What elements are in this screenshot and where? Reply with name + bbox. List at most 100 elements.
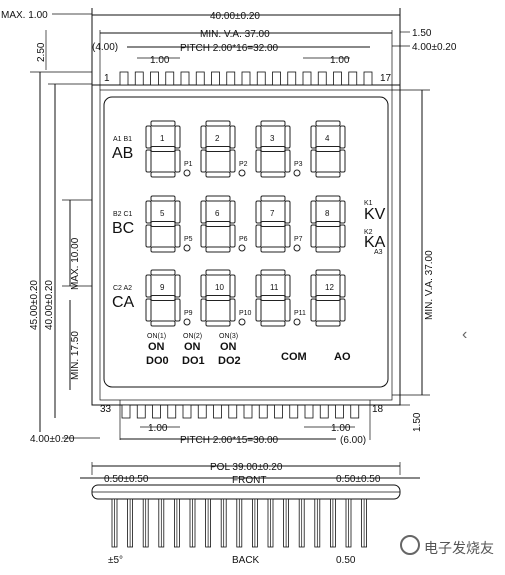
segment (255, 274, 262, 298)
pol-label: POL 39.00±0.20 (210, 462, 283, 473)
segment (339, 298, 346, 322)
chevron-left-icon[interactable]: ‹ (462, 326, 468, 343)
segment (315, 120, 341, 127)
segment (200, 149, 207, 173)
segment (205, 221, 231, 227)
pol-right-label: 0.50±0.50 (336, 474, 381, 485)
do0-label: DO0 (146, 355, 169, 367)
ka-small-label: K2 (364, 229, 373, 236)
on1-small-label: ON(1) (147, 333, 166, 340)
segment (150, 221, 176, 227)
mva-right-label: MIN. V.A. 37.00 (424, 250, 435, 320)
row2-big-label: BC (112, 220, 134, 237)
kv-small-label: K1 (364, 200, 373, 207)
segment (315, 171, 341, 178)
segment (145, 298, 152, 322)
gap-bottom-left-label: 1.00 (148, 423, 168, 434)
segment (205, 269, 231, 276)
point-label: P7 (294, 236, 303, 243)
segment (260, 221, 286, 227)
max-1000-label: MAX. 10.00 (70, 237, 81, 290)
segment (150, 246, 176, 253)
width-overall-label: 40.00±0.20 (210, 11, 260, 22)
segment (284, 149, 291, 173)
seven-segment-digit: 1 (145, 120, 181, 178)
seven-segment-digit: 9 (145, 269, 181, 327)
bottom-pin (243, 404, 253, 419)
segment (174, 125, 181, 149)
front-label: FRONT (232, 475, 266, 486)
left-250-label: 2.50 (36, 42, 47, 62)
watermark: 电子发烧友 (398, 532, 503, 562)
segment (255, 149, 262, 173)
seven-segment-digit: 11 (255, 269, 291, 327)
segment (260, 295, 286, 301)
segment (145, 224, 152, 248)
segment (310, 298, 317, 322)
segment (205, 171, 231, 178)
bottom-pin (121, 404, 131, 419)
segment (255, 224, 262, 248)
segment (205, 120, 231, 127)
mva-top-label: MIN. V.A. 37.00 (200, 29, 270, 40)
digit-number: 10 (215, 283, 224, 292)
digit-number: 12 (325, 283, 334, 292)
segment (310, 224, 317, 248)
bottom-pin (319, 404, 329, 419)
row3-small-label: C2 A2 (113, 285, 132, 292)
bottom-pin-row (121, 404, 360, 419)
digit-number: 4 (325, 134, 330, 143)
segment (229, 125, 236, 149)
on2-big-label: ON (184, 341, 201, 353)
point-label: P5 (184, 236, 193, 243)
segment (310, 149, 317, 173)
top-pin (317, 71, 327, 86)
digit-number: 7 (270, 209, 275, 218)
segment (200, 125, 207, 149)
bottom-pin (197, 404, 207, 419)
segment (284, 200, 291, 224)
top-pin (333, 71, 342, 86)
bottom-pin (350, 404, 360, 419)
point-label: P11 (294, 310, 306, 317)
digit-number: 1 (160, 134, 165, 143)
segment (200, 224, 207, 248)
digit-number: 5 (160, 209, 165, 218)
lcd-body (91, 84, 401, 406)
segment (339, 125, 346, 149)
point-label: P9 (184, 310, 193, 317)
top-pin (195, 71, 205, 86)
segment (315, 221, 341, 227)
segment (284, 125, 291, 149)
segment (339, 149, 346, 173)
segment (339, 274, 346, 298)
segment (145, 274, 152, 298)
pol-left-label: 0.50±0.50 (104, 474, 149, 485)
segment (255, 200, 262, 224)
segment (174, 149, 181, 173)
segment (174, 200, 181, 224)
row3-big-label: CA (112, 294, 135, 311)
max-corner-label: MAX. 1.00 (1, 10, 48, 21)
segment (205, 195, 231, 202)
top-pin (180, 71, 190, 86)
pin-label-top-right: 17 (380, 73, 392, 84)
segment (229, 149, 236, 173)
bottom-pin (289, 404, 299, 419)
seven-segment-digit: 7 (255, 195, 291, 253)
bottom-pin (167, 404, 177, 419)
segment (145, 149, 152, 173)
top-pin (134, 71, 144, 86)
top-pin-row (119, 71, 373, 86)
row1-big-label: AB (112, 145, 133, 162)
digit-number: 11 (270, 283, 279, 292)
segment (284, 274, 291, 298)
segment (284, 224, 291, 248)
on1-big-label: ON (148, 341, 165, 353)
seven-segment-digit: 8 (310, 195, 346, 253)
segment (310, 274, 317, 298)
seven-segment-digit: 10 (200, 269, 236, 327)
